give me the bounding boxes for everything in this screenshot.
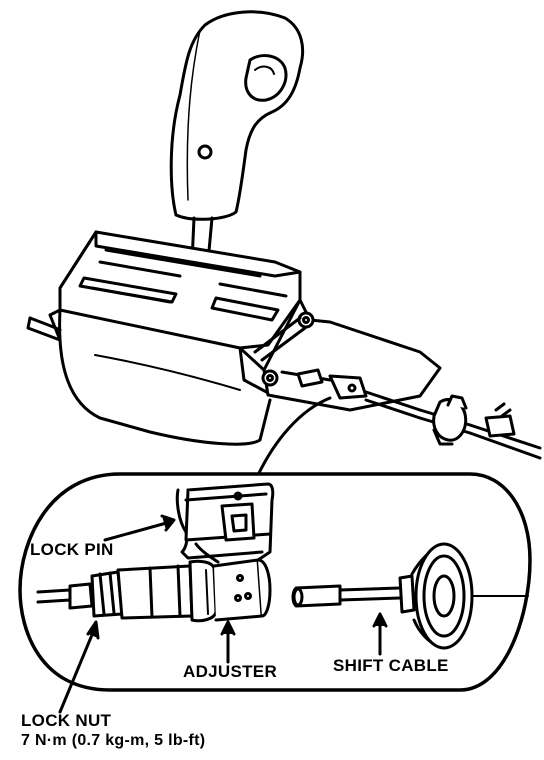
- lock-pin: [175, 482, 275, 564]
- lock-nut: [90, 570, 124, 618]
- upper-cable-assembly: [280, 368, 542, 460]
- lock-nut-torque-label: 7 N·m (0.7 kg-m, 5 lb-ft): [21, 732, 206, 749]
- shift-cable-label: SHIFT CABLE: [333, 656, 449, 675]
- shift-knob: [169, 10, 305, 221]
- lock-pin-label: LOCK PIN: [30, 540, 114, 559]
- adjuster-body: [116, 558, 272, 623]
- shift-cable-end: [291, 542, 529, 650]
- detail-leader-line: [256, 396, 332, 477]
- shift-console: [26, 230, 442, 446]
- adjuster-label: ADJUSTER: [183, 662, 278, 681]
- callout-arrows: [58, 514, 388, 714]
- lock-nut-label: LOCK NUT: [21, 711, 112, 730]
